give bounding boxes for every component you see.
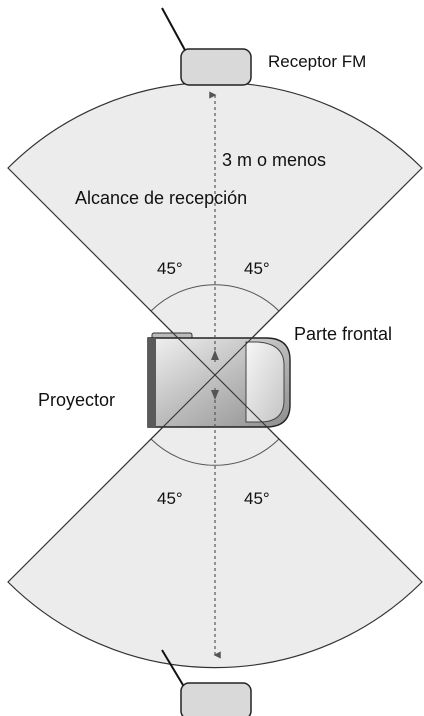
distance-label: 3 m o menos (222, 150, 326, 170)
center-arrow-up (211, 350, 219, 360)
angle-label-lower-right: 45° (244, 489, 270, 508)
center-arrow-down (211, 390, 219, 400)
angle-label-lower-left: 45° (157, 489, 183, 508)
range-label: Alcance de recepción (75, 188, 247, 208)
receiver-bottom (161, 649, 252, 716)
projector-illustration (147, 332, 291, 428)
receiver-top (161, 7, 252, 86)
angle-label-upper-right: 45° (244, 259, 270, 278)
projector-label: Proyector (38, 390, 115, 410)
edge-line-b (148, 308, 282, 442)
lower-angle-arc (150, 438, 280, 466)
upper-angle-arc (150, 284, 280, 312)
front-label: Parte frontal (294, 324, 392, 344)
receiver-bottom-antenna (161, 649, 187, 691)
projector-rear-shade (148, 338, 156, 427)
receiver-top-antenna (161, 7, 187, 53)
receiver-label: Receptor FM (268, 52, 366, 71)
projector-front-panel (245, 341, 285, 423)
angle-label-upper-left: 45° (157, 259, 183, 278)
